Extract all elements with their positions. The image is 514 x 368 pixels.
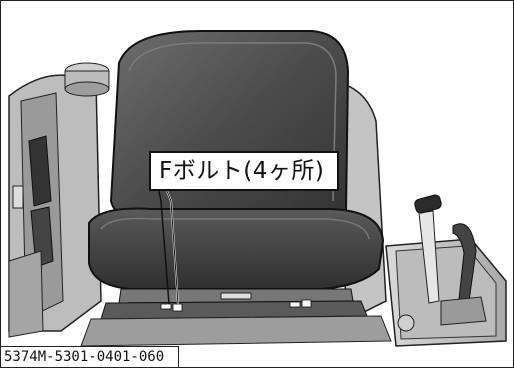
left-machine-body [8,62,110,338]
seat-backrest [109,30,350,224]
bolt-callout-label: Fボルト(4ヶ所) [149,151,339,191]
figure-id-label: 5374M-5301-0401-060 [1,346,179,367]
seat-cushion [88,207,385,290]
bolt-front-right [289,299,312,308]
seat-rail-assembly [80,288,392,347]
leader-lines [158,190,179,305]
